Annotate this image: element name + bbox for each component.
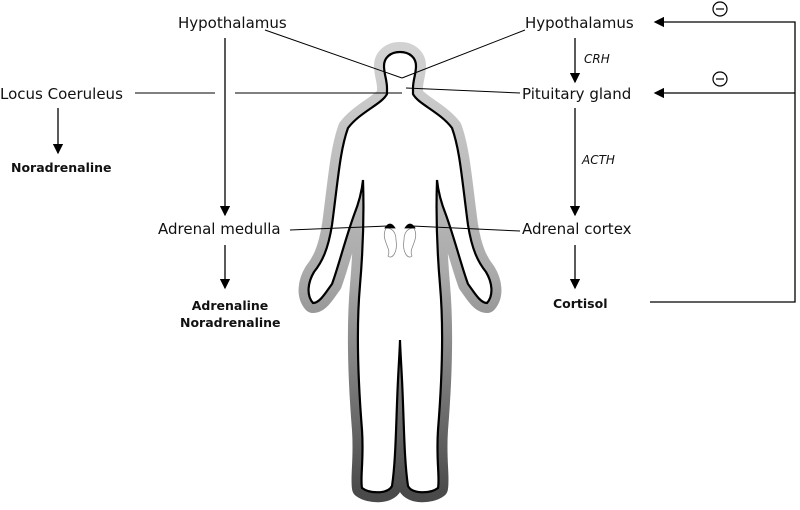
acth-label: ACTH — [582, 153, 615, 167]
adrenal-cortex-label: Adrenal cortex — [522, 220, 632, 238]
medulla-noradrenaline-label: Noradrenaline — [180, 315, 281, 330]
body-silhouette — [298, 42, 502, 503]
inhibition-icons — [712, 1, 728, 87]
arrows — [52, 16, 796, 303]
cortisol-label: Cortisol — [553, 296, 608, 311]
locus-coeruleus-label: Locus Coeruleus — [0, 85, 123, 103]
left-hypothalamus-label: Hypothalamus — [178, 14, 287, 32]
right-hypothalamus-label: Hypothalamus — [525, 14, 634, 32]
pituitary-label: Pituitary gland — [522, 85, 632, 103]
adrenal-glands — [383, 223, 417, 258]
crh-label: CRH — [584, 52, 610, 66]
adrenal-medulla-label: Adrenal medulla — [158, 220, 281, 238]
pointer-lines — [135, 29, 526, 232]
medulla-adrenaline-label: Adrenaline — [191, 298, 269, 313]
locus-noradrenaline-label: Noradrenaline — [11, 160, 112, 175]
